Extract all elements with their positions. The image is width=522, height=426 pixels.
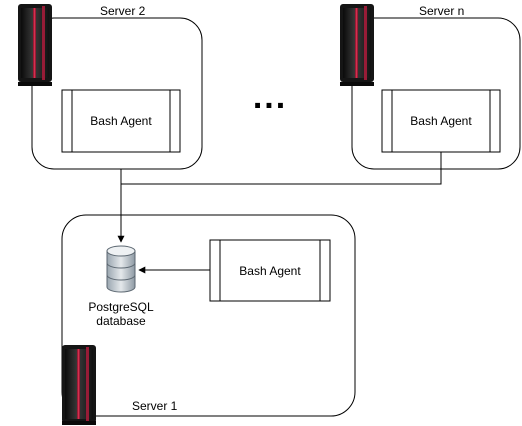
more-servers-ellipsis: ... (253, 78, 287, 116)
server-rack-icon (340, 4, 374, 86)
connector-server-n-to-bus (121, 152, 442, 185)
bash-agent-server-1: Bash Agent (209, 239, 331, 302)
database-icon (106, 245, 136, 293)
server-rack-icon (18, 4, 52, 86)
bash-agent-server-1-label: Bash Agent (239, 264, 301, 278)
bash-agent-server-n-label: Bash Agent (410, 114, 472, 128)
database-label-line-2: database (96, 314, 146, 328)
server-n-label: Server n (419, 4, 464, 18)
bash-agent-server-n: Bash Agent (381, 89, 501, 153)
server-2-label: Server 2 (100, 4, 146, 18)
server-rack-icon (62, 345, 96, 425)
database-label-line-1: PostgreSQL (88, 300, 154, 314)
server-1-label: Server 1 (132, 399, 178, 413)
bash-agent-server-2: Bash Agent (61, 89, 181, 153)
bash-agent-server-2-label: Bash Agent (90, 114, 152, 128)
